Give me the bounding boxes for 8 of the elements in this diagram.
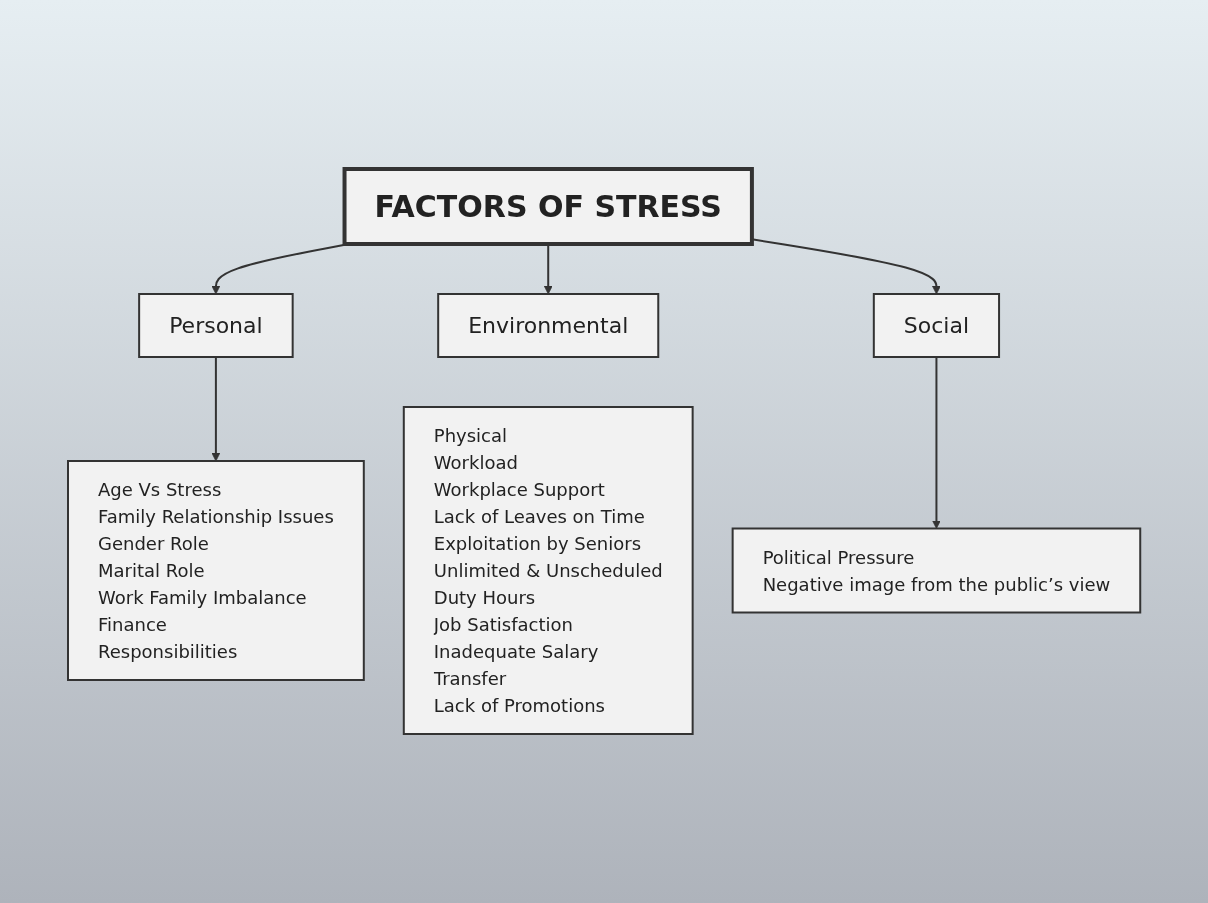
node-box: Environmental (437, 293, 660, 358)
node-box: FACTORS OF STRESS (342, 167, 754, 246)
node-box: Social (872, 293, 1000, 358)
node-box: Personal (138, 293, 294, 358)
node-box: Political Pressure Negative image from the public’s view (731, 527, 1142, 614)
arrow (931, 356, 941, 529)
arrow (211, 356, 221, 462)
node-box: Age Vs Stress Family Relationship Issues Gender Role Marital Role Work Family Imbalance Finance Responsibilities (66, 460, 365, 681)
